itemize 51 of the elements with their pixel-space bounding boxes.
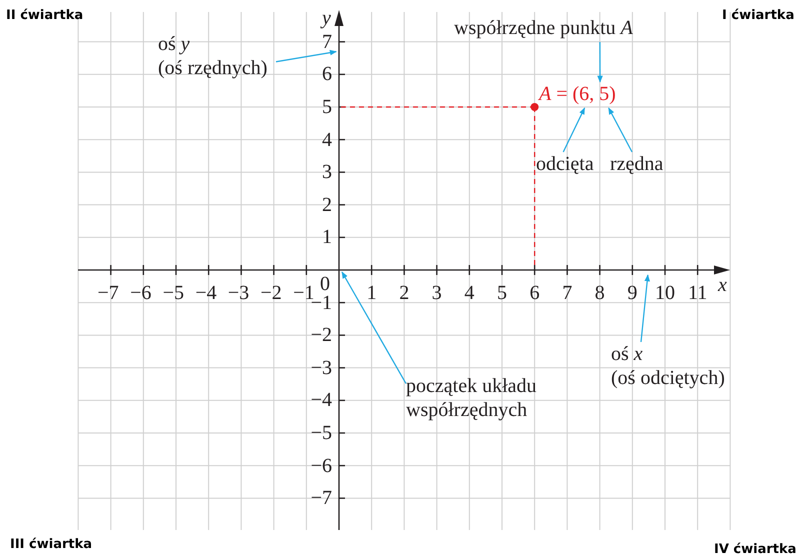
- tick-label: 6: [321, 64, 332, 84]
- tick-label: 1: [321, 227, 332, 248]
- tick-label: 4: [321, 130, 332, 150]
- tick-label: 9: [626, 283, 638, 303]
- tick-label: 11: [686, 283, 708, 303]
- tick-label: 1: [366, 283, 378, 303]
- tick-label: −4: [310, 390, 332, 410]
- tick-label: 5: [321, 97, 332, 117]
- leader-arrow: [276, 50, 337, 62]
- quadrant-label: II ćwiartka: [6, 7, 84, 25]
- callout-text: rzędna: [610, 152, 668, 176]
- quadrant-label: I ćwiartka: [722, 7, 794, 25]
- tick-label: 7: [561, 283, 574, 303]
- tick-label: −5: [310, 423, 332, 443]
- tick-label: 3: [321, 162, 332, 182]
- tick-label: −6: [129, 283, 152, 303]
- leader-arrow: [608, 107, 633, 152]
- tick-label: −3: [226, 283, 250, 303]
- tick-label: −7: [310, 488, 332, 508]
- leader-arrow: [597, 42, 603, 83]
- callout-text: oś x (oś odciętych): [611, 342, 761, 390]
- callout-text: współrzędne punktu A: [454, 16, 644, 40]
- tick-label: −4: [194, 283, 217, 303]
- tick-label: 3: [430, 283, 443, 303]
- tick-label: −2: [310, 325, 332, 346]
- leader-arrow: [341, 271, 407, 384]
- axis-name: x: [718, 273, 727, 297]
- callout-text: A = (6, 5): [539, 82, 625, 106]
- tick-label: 5: [496, 283, 508, 303]
- tick-label: 2: [321, 194, 332, 215]
- x-axis: [78, 265, 730, 275]
- tick-label: −3: [310, 358, 332, 378]
- tick-label: −7: [96, 283, 119, 303]
- tick-label: −2: [260, 283, 282, 303]
- tick-label: 8: [594, 283, 606, 303]
- y-axis: [334, 10, 345, 530]
- leader-arrow: [640, 274, 650, 342]
- leader-arrow: [562, 107, 586, 152]
- tick-label: −5: [162, 283, 184, 303]
- axis-name: y: [322, 6, 331, 30]
- tick-label: 4: [463, 283, 476, 303]
- tick-label: 10: [654, 283, 676, 303]
- callout-text: oś y (oś rzędnych): [158, 32, 276, 80]
- tick-label: 7: [321, 32, 332, 52]
- tick-label: 6: [528, 283, 541, 303]
- callout-text: odcięta: [536, 152, 598, 176]
- tick-label: 2: [398, 283, 410, 303]
- quadrant-label: III ćwiartka: [10, 536, 92, 554]
- quadrant-label: IV ćwiartka: [714, 541, 796, 559]
- callout-text: początek układu współrzędnych: [406, 374, 556, 422]
- tick-label: −6: [310, 456, 332, 476]
